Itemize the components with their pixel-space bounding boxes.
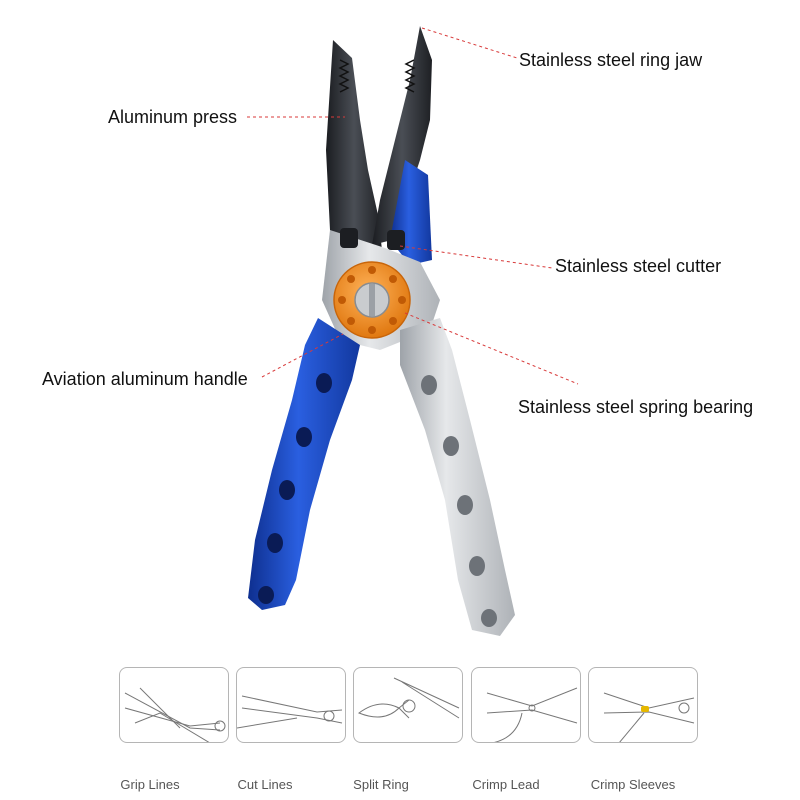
jaw-teeth xyxy=(338,59,416,93)
caption-crimp-lead: Crimp Lead xyxy=(472,777,540,792)
split-ring-icon xyxy=(357,677,460,719)
callout-spring-bearing: Stainless steel spring bearing xyxy=(518,397,754,417)
callout-handle: Aviation aluminum handle xyxy=(42,369,248,389)
right-jaw xyxy=(372,26,432,245)
caption-split-ring: Split Ring xyxy=(353,777,409,792)
use-card-crimp-sleeves xyxy=(588,667,698,743)
blue-handle-holes xyxy=(258,373,332,604)
callout-aluminum-press: Aluminum press xyxy=(108,107,238,127)
cutter-screw-left xyxy=(340,228,358,248)
crimp-lead-icon xyxy=(486,687,578,742)
callout-cutter: Stainless steel cutter xyxy=(555,256,722,276)
leader-lines xyxy=(247,27,579,385)
caption-cut-lines: Cut Lines xyxy=(237,777,293,792)
use-card-crimp-lead xyxy=(471,667,581,743)
silver-handle xyxy=(400,318,515,636)
use-card-cut-lines xyxy=(236,667,346,743)
use-card-split-ring xyxy=(353,667,463,743)
silver-handle-holes xyxy=(421,375,497,627)
spring-bearing xyxy=(333,261,411,339)
crimp-sleeves-icon xyxy=(603,692,695,742)
cutter-screw-right xyxy=(387,230,405,250)
caption-crimp-sleeves: Crimp Sleeves xyxy=(590,777,676,792)
caption-grip-lines: Grip Lines xyxy=(120,777,180,792)
callout-ring-jaw: Stainless steel ring jaw xyxy=(519,50,703,70)
grip-lines-icon xyxy=(124,687,226,742)
cut-lines-icon xyxy=(237,695,343,729)
blue-handle xyxy=(248,318,360,610)
use-card-grip-lines xyxy=(119,667,229,743)
left-jaw xyxy=(326,40,382,252)
